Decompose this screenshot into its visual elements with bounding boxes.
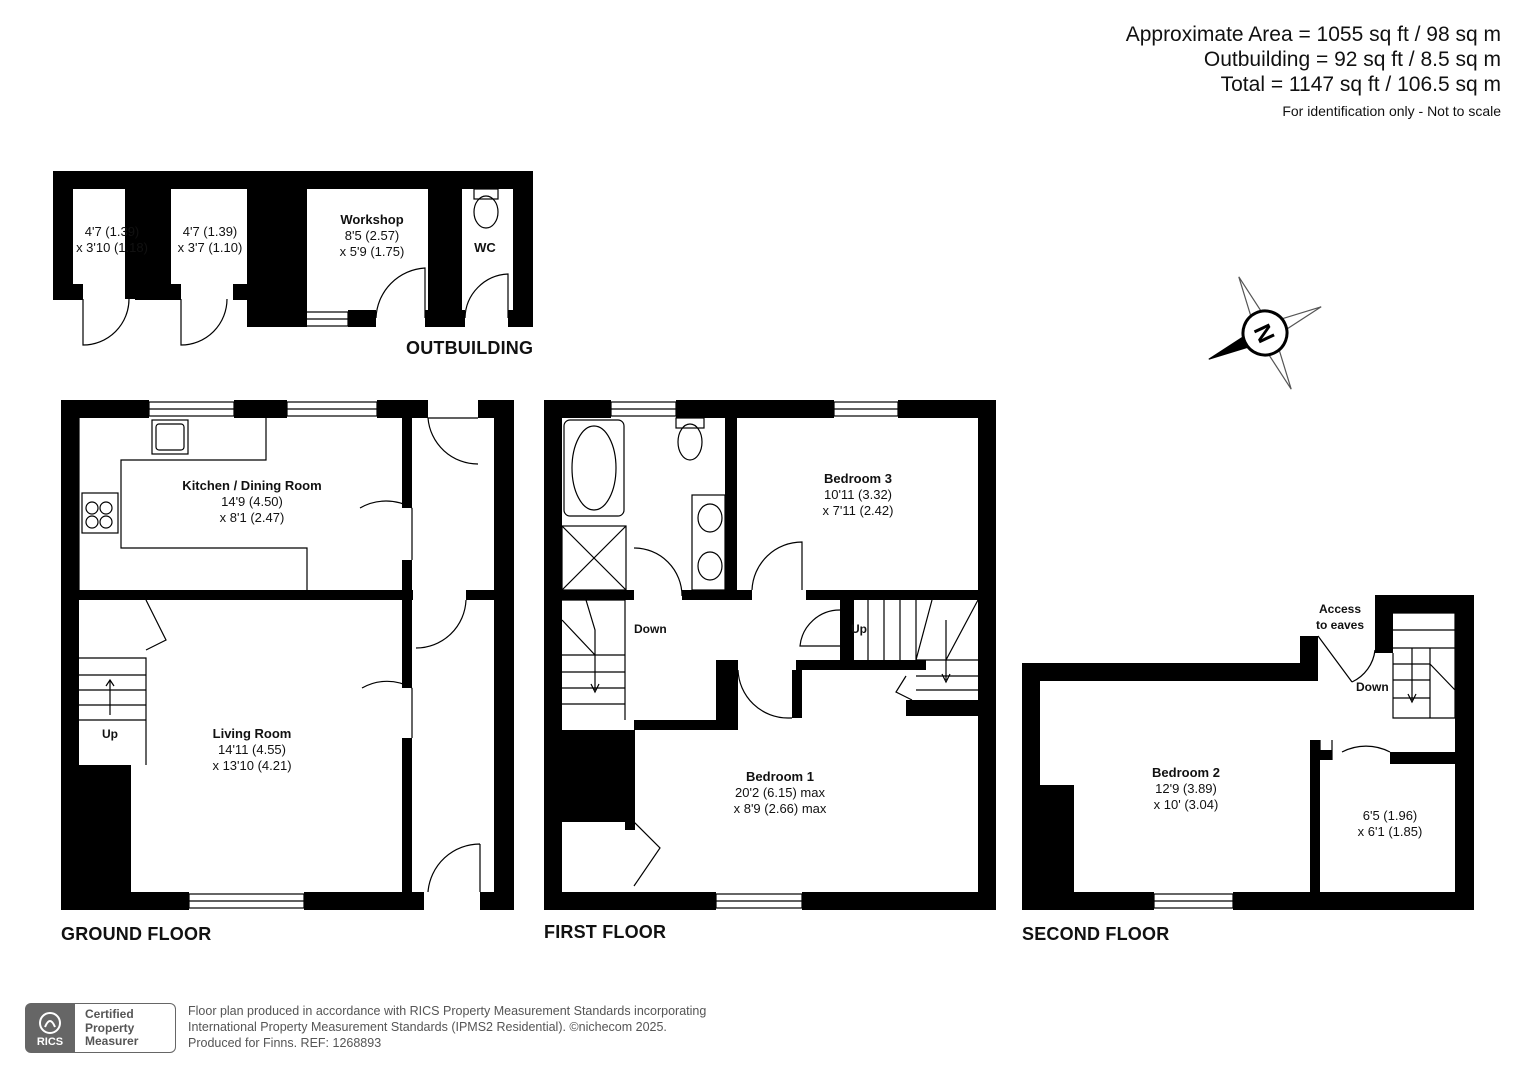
small-room-label: 6'5 (1.96) x 6'1 (1.85) <box>1358 808 1423 840</box>
badge-line-2: Property <box>85 1020 135 1035</box>
living-room-dim-2: x 13'10 (4.21) <box>212 758 292 773</box>
bedroom-2-name: Bedroom 2 <box>1152 765 1220 780</box>
outbuilding-area: Outbuilding = 92 sq ft / 8.5 sq m <box>1203 48 1501 71</box>
kitchen-dim-2: x 8'1 (2.47) <box>219 510 285 525</box>
wc-name: WC <box>474 240 496 255</box>
compass-rose: N <box>1208 276 1322 390</box>
second-floor-walls <box>1022 595 1474 910</box>
workshop-label: Workshop 8'5 (2.57) x 5'9 (1.75) <box>340 212 405 260</box>
store-2-label: 4'7 (1.39) x 3'7 (1.10) <box>178 224 243 256</box>
small-room-dim-1: 6'5 (1.96) <box>1362 808 1418 823</box>
living-room-label: Living Room 14'11 (4.55) x 13'10 (4.21) <box>212 726 291 774</box>
bedroom-1-dim-1: 20'2 (6.15) max <box>735 785 825 800</box>
ground-floor-title: GROUND FLOOR <box>61 924 212 944</box>
approximate-area: Approximate Area = 1055 sq ft / 98 sq m <box>1125 23 1501 46</box>
rics-badge: RICS Certified Property Measurer <box>25 1003 177 1053</box>
store-2-dim-1: 4'7 (1.39) <box>182 224 238 239</box>
ground-stairs-up-label: Up <box>102 727 118 741</box>
outbuilding-walls <box>53 171 533 327</box>
rics-short: RICS <box>36 1036 64 1048</box>
bedroom-2-dim-2: x 10' (3.04) <box>1153 797 1219 812</box>
first-floor-walls <box>544 400 996 910</box>
bedroom-3-dim-1: 10'11 (3.32) <box>823 487 893 502</box>
second-floor-title: SECOND FLOOR <box>1022 924 1170 944</box>
store-1-dim-1: 4'7 (1.39) <box>84 224 140 239</box>
access-line-1: Access <box>1318 602 1362 616</box>
workshop-dim-2: x 5'9 (1.75) <box>339 244 405 259</box>
bedroom-3-label: Bedroom 3 10'11 (3.32) x 7'11 (2.42) <box>823 471 894 519</box>
footer-line-3: Produced for Finns. REF: 1268893 <box>188 1036 382 1050</box>
kitchen-name: Kitchen / Dining Room <box>182 478 322 493</box>
bedroom-1-label: Bedroom 1 20'2 (6.15) max x 8'9 (2.66) m… <box>734 769 827 817</box>
second-stairs-down-label: Down <box>1356 680 1389 694</box>
living-room-name: Living Room <box>212 726 292 741</box>
bedroom-1-name: Bedroom 1 <box>746 769 814 784</box>
store-1-label: 4'7 (1.39) x 3'10 (1.18) <box>76 224 148 256</box>
kitchen-dim-1: 14'9 (4.50) <box>221 494 283 509</box>
bedroom-1-dim-2: x 8'9 (2.66) max <box>733 801 827 816</box>
doors-windows-fixtures <box>78 188 1456 909</box>
outbuilding-title: OUTBUILDING <box>406 338 534 358</box>
footer-line-2: International Property Measurement Stand… <box>188 1020 667 1034</box>
first-stairs-up-label: Up <box>851 622 867 636</box>
first-stairs-down-label: Down <box>634 622 667 636</box>
store-1-dim-2: x 3'10 (1.18) <box>76 240 148 255</box>
first-floor-title: FIRST FLOOR <box>544 922 667 942</box>
access-to-eaves-label: Access to eaves <box>1316 601 1364 633</box>
footer-text: Floor plan produced in accordance with R… <box>188 1003 706 1051</box>
wc-label: WC <box>474 240 496 256</box>
bedroom-3-dim-2: x 7'11 (2.42) <box>822 503 894 518</box>
workshop-name: Workshop <box>340 212 404 227</box>
scale-note: For identification only - Not to scale <box>1282 103 1501 119</box>
small-room-dim-2: x 6'1 (1.85) <box>1357 824 1423 839</box>
rics-logo-icon: RICS <box>25 1003 75 1053</box>
living-room-dim-1: 14'11 (4.55) <box>217 742 286 757</box>
area-summary: Approximate Area = 1055 sq ft / 98 sq m … <box>1126 22 1501 119</box>
workshop-dim-1: 8'5 (2.57) <box>344 228 400 243</box>
kitchen-label: Kitchen / Dining Room 14'9 (4.50) x 8'1 … <box>182 478 321 526</box>
badge-line-1: Certified <box>85 1007 134 1021</box>
badge-line-3: Measurer <box>85 1034 139 1048</box>
bedroom-2-label: Bedroom 2 12'9 (3.89) x 10' (3.04) <box>1152 765 1220 813</box>
certified-property-measurer: Certified Property Measurer <box>75 1003 176 1053</box>
bedroom-3-name: Bedroom 3 <box>824 471 892 486</box>
access-line-2: to eaves <box>1316 618 1365 632</box>
store-2-dim-2: x 3'7 (1.10) <box>177 240 243 255</box>
ground-floor-walls <box>61 400 514 910</box>
total-area: Total = 1147 sq ft / 106.5 sq m <box>1220 73 1501 96</box>
footer-line-1: Floor plan produced in accordance with R… <box>188 1004 707 1018</box>
bedroom-2-dim-1: 12'9 (3.89) <box>1155 781 1217 796</box>
